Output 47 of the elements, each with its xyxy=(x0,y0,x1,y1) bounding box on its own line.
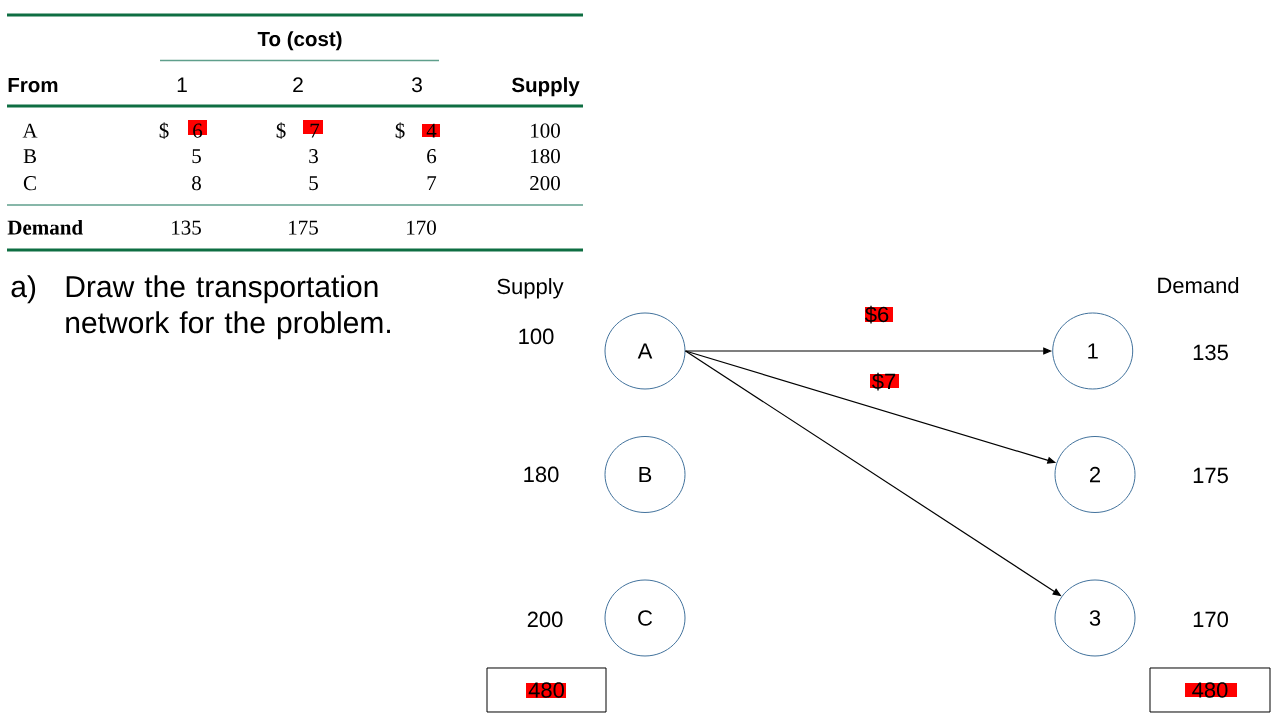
question-text: Draw the transportation network for the problem. xyxy=(66,275,390,340)
column-header: 3 xyxy=(411,77,422,93)
quantity-label: 170 xyxy=(1193,611,1228,628)
table-cell: 3 xyxy=(309,149,318,164)
table-cell: 100 xyxy=(531,123,560,138)
total-box: 480 xyxy=(486,667,607,713)
quantity-label: 100 xyxy=(519,328,554,345)
table-cell: 180 xyxy=(531,149,560,164)
circle-node: 2 xyxy=(1054,436,1136,513)
table-cell: $ xyxy=(276,122,286,140)
table-cell: 5 xyxy=(309,176,318,191)
table-cell: 6 xyxy=(427,149,437,164)
circle-node: A xyxy=(604,312,686,390)
column-header: 2 xyxy=(293,77,303,92)
quantity-label: 175 xyxy=(1193,467,1228,484)
column-header: Supply xyxy=(511,77,580,97)
row-header: B xyxy=(23,149,36,164)
table-cell: 175 xyxy=(289,220,318,235)
table-cell: 4 xyxy=(422,123,440,138)
column-header: 1 xyxy=(177,77,187,92)
item-marker: a) xyxy=(11,275,36,304)
circle-node: 1 xyxy=(1052,312,1134,390)
column-heading: Demand xyxy=(1158,277,1239,294)
circle-node: B xyxy=(604,436,686,513)
table-cell: $ xyxy=(395,122,405,140)
total-box: 480 xyxy=(1149,667,1271,713)
circle-node: C xyxy=(604,579,686,657)
edge-label: $6 xyxy=(865,305,893,324)
row-header: Demand xyxy=(7,219,83,235)
column-heading: Supply xyxy=(497,278,564,299)
circle-node: 3 xyxy=(1054,579,1136,657)
row-header: C xyxy=(23,176,36,191)
table-cell: 5 xyxy=(192,149,201,164)
quantity-label: 180 xyxy=(524,466,559,483)
quantity-label: 200 xyxy=(527,611,563,628)
table-cell: 170 xyxy=(407,220,436,235)
table-cell: 8 xyxy=(192,176,201,191)
table-cell: $ xyxy=(159,122,169,140)
table-cell: 200 xyxy=(530,176,560,191)
edge-label: $7 xyxy=(870,372,899,391)
column-header: From xyxy=(8,77,58,93)
table-cell: 7 xyxy=(427,176,437,190)
column-header: To (cost) xyxy=(257,31,342,51)
row-header: A xyxy=(22,123,38,138)
quantity-label: 135 xyxy=(1193,344,1228,361)
table-cell: 135 xyxy=(172,220,201,235)
table-cell: 6 xyxy=(188,120,207,138)
